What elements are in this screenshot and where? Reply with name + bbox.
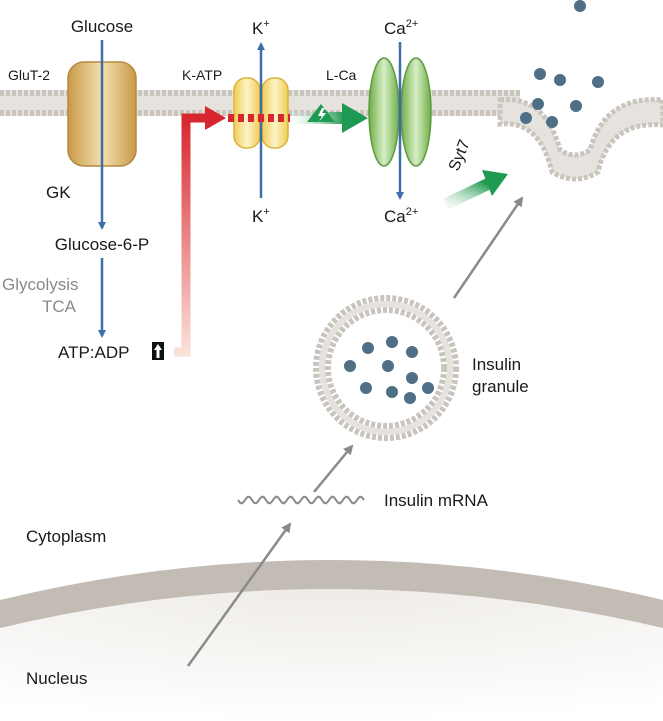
insulin-dot	[554, 74, 566, 86]
insulin-mrna-label: Insulin mRNA	[384, 491, 489, 510]
insulin-dot	[386, 336, 398, 348]
nucleus-label: Nucleus	[26, 669, 87, 688]
insulin-dot	[382, 360, 394, 372]
katp-label: K-ATP	[182, 67, 222, 83]
k-bottom-label: K+	[252, 206, 270, 226]
gk-label: GK	[46, 183, 71, 202]
atp-adp-label: ATP:ADP	[58, 343, 129, 362]
cytoplasm-label: Cytoplasm	[26, 527, 106, 546]
nucleus-interior	[0, 589, 663, 721]
insulin-mrna-strand	[237, 495, 365, 505]
k-top-label: K+	[252, 18, 270, 38]
insulin-dot	[362, 342, 374, 354]
syt7-label: Syt7	[446, 137, 474, 173]
glucose6p-label: Glucose-6-P	[55, 235, 149, 254]
insulin-dot	[574, 0, 586, 12]
lca-channel	[368, 57, 432, 167]
granule-insulin-dots	[344, 336, 434, 404]
glucose-label: Glucose	[71, 17, 133, 36]
mrna-to-granule-arrow	[313, 444, 354, 493]
membrane-fusion-pocket	[497, 97, 663, 182]
insulin-dot	[534, 68, 546, 80]
insulin-dot	[406, 346, 418, 358]
tca-label: TCA	[42, 297, 77, 316]
atp-signal-arrow	[174, 106, 290, 357]
insulin-dot	[592, 76, 604, 88]
lightning-icon	[318, 108, 326, 122]
insulin-granule-label-line1: Insulin	[472, 355, 521, 374]
insulin-dot	[404, 392, 416, 404]
insulin-dot	[546, 116, 558, 128]
granule-to-membrane-arrow	[452, 196, 524, 299]
insulin-granule-label-line2: granule	[472, 377, 529, 396]
insulin-dot	[570, 100, 582, 112]
katp-channel	[233, 77, 289, 149]
ca-top-label: Ca2+	[384, 18, 418, 38]
syt7-arrow	[443, 170, 508, 210]
insulin-dot	[532, 98, 544, 110]
insulin-dot	[344, 360, 356, 372]
released-insulin-dots	[520, 0, 604, 128]
ca-bottom-label: Ca2+	[384, 206, 418, 226]
insulin-dot	[386, 386, 398, 398]
atp-increase-icon	[152, 342, 164, 360]
glut2-label: GluT-2	[8, 67, 50, 83]
insulin-dot	[520, 112, 532, 124]
nucleus-to-mrna-arrow	[186, 522, 292, 667]
glycolysis-label: Glycolysis	[2, 275, 79, 294]
insulin-granule	[313, 295, 459, 441]
insulin-dot	[360, 382, 372, 394]
insulin-dot	[422, 382, 434, 394]
lca-label: L-Ca	[326, 67, 357, 83]
depolarization-arrow	[292, 103, 368, 133]
insulin-dot	[406, 372, 418, 384]
